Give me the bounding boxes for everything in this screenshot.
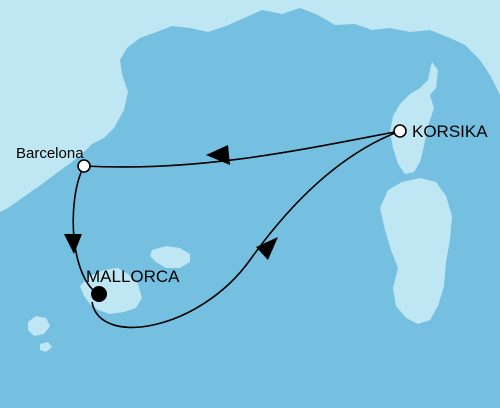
route-direction-arrow [206,145,230,165]
mainland [0,0,500,212]
route-direction-arrow [64,234,82,254]
port-marker-korsika [393,124,407,138]
ibiza-island [28,316,50,336]
port-label-korsika: KORSIKA [412,122,488,141]
sardinia-island [380,178,452,324]
route-leg-mallorca-korsika [91,130,401,329]
port-marker-mallorca [91,286,107,302]
port-label-barcelona: Barcelona [16,145,84,162]
formentera-island [40,342,52,352]
mallorca-island [80,268,142,314]
route-direction-arrow [256,237,278,260]
corsica-island [390,62,438,174]
menorca-island [150,246,190,268]
port-label-mallorca: MALLORCA [86,267,180,286]
route-leg-korsika-barcelona [83,130,401,168]
port-marker-barcelona [77,159,91,173]
